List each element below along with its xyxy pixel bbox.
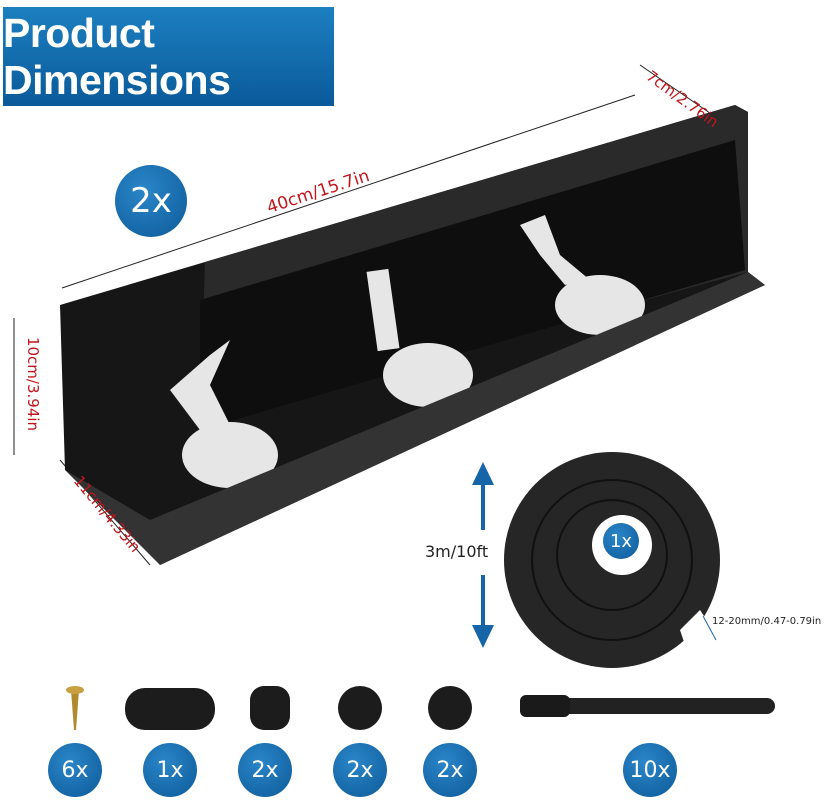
strap-quantity-badge: 10x	[623, 743, 677, 797]
title-banner: Product Dimensions	[3, 7, 334, 106]
page-title: Product Dimensions	[3, 9, 231, 103]
sleeve-quantity-badge: 1x	[603, 523, 639, 559]
tray-height-label: 10cm/3.94in	[24, 336, 43, 432]
accessory-images	[66, 686, 775, 730]
clip-round-quantity-badge: 2x	[423, 743, 477, 797]
length-arrow-icon	[472, 462, 494, 648]
cable-sleeve-image	[504, 452, 720, 668]
sleeve-length-label: 3m/10ft	[425, 542, 489, 561]
cable-tray-image	[60, 105, 765, 565]
clip-5-quantity-badge: 1x	[143, 743, 197, 797]
clip-ball-quantity-badge: 2x	[333, 743, 387, 797]
clip-3-quantity-badge: 2x	[238, 743, 292, 797]
screw-quantity-badge: 6x	[48, 743, 102, 797]
sleeve-diameter-label: 12-20mm/0.47-0.79in	[712, 616, 822, 627]
tray-quantity-badge: 2x	[115, 165, 187, 237]
